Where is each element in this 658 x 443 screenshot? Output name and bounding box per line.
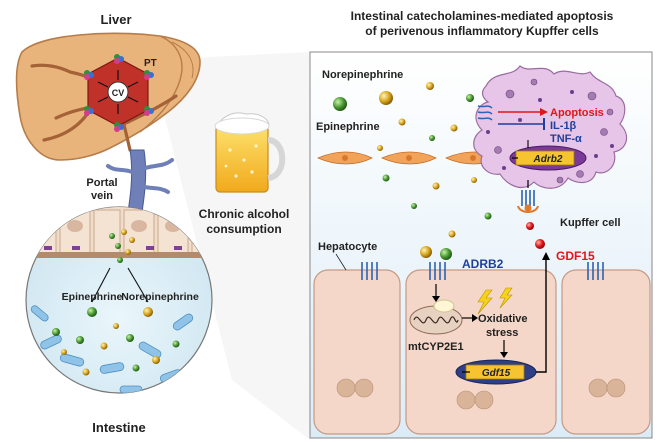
adrb2-gene-label: Adrb2 [533, 154, 563, 165]
right-title-2: of perivenous inflammatory Kupffer cells [365, 24, 599, 38]
kupffer-cell-label: Kupffer cell [560, 217, 621, 229]
portal-vein-label-2: vein [91, 190, 113, 202]
lightning-icon [477, 287, 513, 315]
oxidative-label-2: stress [486, 327, 518, 339]
gdf15-label: GDF15 [556, 249, 595, 263]
pt-label: PT [144, 58, 157, 69]
mitochondrion-icon [409, 299, 463, 335]
gdf15-particles [526, 222, 545, 249]
kupffer-receptor-left-icon [477, 105, 493, 121]
apoptosis-label: Apoptosis [550, 107, 604, 119]
central-vein [107, 81, 129, 103]
liver-title: Liver [100, 12, 131, 27]
right-epinephrine-label: Epinephrine [316, 121, 380, 133]
endothelial-cells [317, 151, 501, 165]
oxidative-label-1: Oxidative [478, 313, 528, 325]
kupffer-signaling-arrows [498, 108, 548, 130]
intestine-title: Intestine [92, 420, 145, 435]
adrb2-receptor-label: ADRB2 [462, 257, 504, 271]
cv-label: CV [112, 88, 125, 98]
beer-mug-icon [214, 112, 286, 193]
portal-vein [106, 149, 174, 226]
mtcyp2e1-label: mtCYP2E1 [408, 341, 464, 353]
il1b-label: IL-1β [550, 120, 577, 132]
intestine-epinephrine-label: Epinephrine [62, 291, 123, 303]
liver-illustration: CV PT [15, 32, 201, 161]
right-title-1: Intestinal catecholamines-mediated apopt… [351, 9, 614, 23]
tnfa-label: TNF-α [550, 133, 582, 145]
adrb2-receptor-icons [361, 262, 604, 280]
gdf15-gene-label: Gdf15 [482, 368, 511, 379]
portal-triads [84, 54, 154, 132]
alcohol-label-2: consumption [206, 222, 281, 236]
hepatocytes [313, 269, 651, 435]
gdf15-nucleus [455, 359, 537, 385]
circulating-catecholamines [333, 82, 492, 260]
kupffer-receptor-icon [517, 190, 539, 213]
kupffer-cell [473, 65, 628, 189]
zoom-wedge [150, 52, 310, 440]
hepatocyte-label: Hepatocyte [318, 241, 377, 253]
arrow-gdf15-secretion [536, 258, 547, 373]
alcohol-label-1: Chronic alcohol [199, 207, 290, 221]
right-norepinephrine-label: Norepinephrine [322, 69, 403, 81]
intestine-norepinephrine-label: Norepinephrine [121, 291, 199, 303]
portal-vein-label-1: Portal [86, 177, 117, 189]
